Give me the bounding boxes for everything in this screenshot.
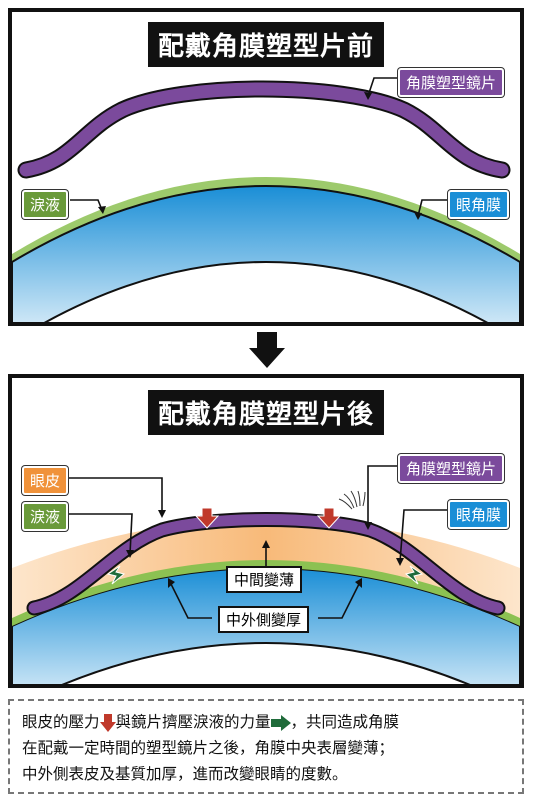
side-thick-pointer-left <box>169 581 212 619</box>
tear-film <box>12 177 520 262</box>
cornea-pointer <box>417 199 448 217</box>
lens-pointer <box>367 77 398 97</box>
eyelid-pointer <box>62 477 163 514</box>
force-arrow-right <box>404 565 424 585</box>
caption-line-1: 眼皮的壓力與鏡片擠壓淚液的力量 ，共同造成角膜 <box>22 709 512 735</box>
force-arrow-left <box>106 565 126 585</box>
after-eyelid-label: 眼皮 <box>22 466 69 495</box>
caption-line-3: 中外側表皮及基質加厚，進而改變眼睛的度數。 <box>22 765 348 783</box>
after-cornea-label: 眼角膜 <box>448 500 510 529</box>
before-title: 配戴角膜塑型片前 <box>147 22 385 67</box>
cornea-pointer-after <box>399 509 448 563</box>
lens-pointer-after <box>367 465 398 526</box>
pressure-arrow-right <box>316 507 342 529</box>
caption-box: 眼皮的壓力與鏡片擠壓淚液的力量 ，共同造成角膜 在配戴一定時間的塑型鏡片之後，角膜… <box>8 699 524 794</box>
before-lens-label: 角膜塑型鏡片 <box>398 68 505 97</box>
tear-film-after <box>12 560 520 626</box>
panel-before: 配戴角膜塑型片前 角膜塑型鏡片 淚液 眼角膜 <box>8 8 524 326</box>
after-tear-label: 淚液 <box>22 502 69 531</box>
before-cornea-label: 眼角膜 <box>448 190 510 219</box>
after-title: 配戴角膜塑型片後 <box>147 390 385 435</box>
before-tear-label: 淚液 <box>22 190 69 219</box>
caption-line-2: 在配戴一定時間的塑型鏡片之後，角膜中央表層變薄； <box>22 739 395 757</box>
red-down-arrow-icon <box>99 713 116 732</box>
side-thick-pointer-right <box>318 581 361 619</box>
eyelash-icon <box>338 490 366 510</box>
tear-pointer-after <box>62 513 133 555</box>
cornea-shape <box>12 185 520 322</box>
after-lens-label: 角膜塑型鏡片 <box>398 454 505 483</box>
caption-text-lens-force: 與鏡片擠壓淚液的力量 <box>115 713 271 731</box>
caption-text-result: ，共同造成角膜 <box>290 713 400 731</box>
center-thin-label: 中間變薄 <box>226 566 303 593</box>
caption-text-eyelid-pressure: 眼皮的壓力 <box>22 713 100 731</box>
green-right-arrow-icon <box>270 714 291 731</box>
panel-after: 配戴角膜塑型片後 眼皮 淚液 角膜塑型鏡片 眼角膜 中間變薄 中外側變厚 <box>8 374 524 688</box>
side-thick-label: 中外側變厚 <box>218 606 310 633</box>
pressure-arrow-left <box>194 507 220 529</box>
down-arrow-icon <box>249 332 285 368</box>
tear-pointer <box>70 199 103 211</box>
before-diagram <box>12 77 520 322</box>
